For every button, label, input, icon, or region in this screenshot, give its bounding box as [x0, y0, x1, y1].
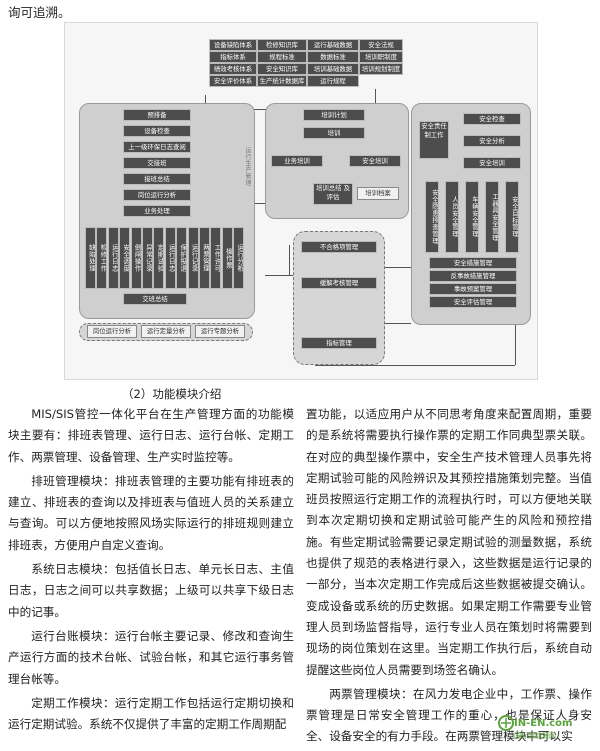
training-box: 培训 [303, 127, 365, 139]
left-vertical-box: 运行记录 [187, 227, 199, 289]
safety-vertical-box: 安全目标管理 [505, 181, 519, 253]
safety-bottom-box: 安全评估管理 [429, 296, 517, 308]
left-vertical-box: 定期试验 [153, 227, 165, 289]
left-vertical-box: 两票管理 [199, 227, 210, 289]
left-vertical-box: 运行日志 [164, 227, 176, 289]
business-training-box: 业务培训 [271, 155, 323, 167]
top-grid-cell: 培训规划制度 [359, 63, 403, 75]
section-caption: （2）功能模块介绍 [122, 387, 222, 401]
safety-top-box: 安全检查 [463, 113, 521, 125]
left-vertical-box: 运行日志 [107, 227, 119, 289]
left-vertical-box: 工作许可 [210, 227, 222, 289]
safety-top-box: 安全培训 [463, 157, 521, 169]
analysis-box: 岗位运行分析 [87, 325, 137, 338]
safety-bottom-box: 事故预案管理 [429, 283, 517, 295]
left-flow-box: 交接班 [123, 157, 191, 169]
top-grid-cell: 设备缺陷体系 [209, 39, 257, 51]
left-flow-box: 设备检查 [123, 125, 191, 137]
body-paragraph: 定期工作模块：运行定期工作包括运行定期切换和运行定期试验。系统不仅提供了丰富的定… [8, 695, 294, 732]
safety-bottom-box: 反事故措施管理 [429, 270, 517, 282]
training-archive-box: 培训档案 [357, 187, 399, 200]
body-paragraph: 运行台账模块：运行台帐主要记录、修改和查询生产运行方面的技术台帐、试验台帐，和其… [8, 628, 294, 686]
watermark-logo-icon [498, 715, 514, 731]
right-text-column: 置功能，以适应用户从不同思考角度来配置周期，重要的是系统将需要执行操作票的定期工… [306, 404, 592, 751]
watermark-subtext: 国际新能源网 [514, 732, 556, 740]
analysis-box: 运行定量分析 [141, 325, 191, 338]
body-paragraph: 排班管理模块：排班表管理的主要功能有排班表的建立、排班表的查询以及排班表与值班人… [8, 473, 294, 552]
safety-vertical-box: 车辆安全管理 [465, 181, 479, 253]
safety-responsibility-box: 安全责任 制工作 [419, 121, 449, 159]
analysis-box: 运行专题分析 [195, 325, 245, 338]
left-vertical-box: 操作票 [221, 227, 233, 289]
left-group-label: 运行生产管理 [244, 147, 251, 186]
watermark-text: IN-EN.com [514, 718, 573, 729]
handover-summary-box: 交班总结 [123, 293, 187, 305]
left-vertical-box: 缺陷处理 [85, 227, 96, 289]
top-grid-cell: 培训基础数据 [307, 63, 359, 75]
left-flow-box: 预排备 [123, 109, 191, 121]
left-flow-box: 岗位运行分析 [123, 189, 191, 201]
continuation-text: 询可追溯。 [8, 5, 71, 20]
body-paragraph: 系统日志模块：包括值长日志、单元长日志、主值日志，日志之间可以共享数据；上级可以… [8, 562, 294, 619]
left-vertical-box: 检修工作 [96, 227, 108, 289]
left-flow-box: 业务处理 [123, 205, 191, 217]
assessment-box: 缓解考核管理 [301, 277, 377, 289]
left-vertical-box: 保护投退 [176, 227, 188, 289]
safety-vertical-box: 工器具安全管理 [485, 181, 499, 253]
top-grid-cell: 绩效考核体系 [209, 63, 257, 75]
system-architecture-diagram: 设备缺陷体系检修知识库运行基础数据安全法规指标体系规程标准数据标准培训职制度绩效… [64, 22, 538, 380]
left-flow-box: 上一级环保日志查阅 [123, 141, 191, 153]
indicator-management-box: 指标管理 [301, 337, 377, 349]
top-grid-cell: 培训职制度 [359, 51, 403, 63]
left-vertical-box: 异常记录 [142, 227, 153, 289]
top-grid-cell: 安全评价体系 [209, 75, 257, 87]
safety-vertical-box: 安全隐患排查管理 [425, 181, 439, 253]
top-grid-cell: 运行基础数据 [307, 39, 359, 51]
safety-top-box: 安全分析 [463, 135, 521, 147]
safety-vertical-box: 人员安全管理 [445, 181, 459, 253]
top-grid-cell: 运行规程 [307, 75, 359, 87]
left-vertical-box: 倒闸操作 [130, 227, 142, 289]
left-flow-box: 接班总结 [123, 173, 191, 185]
training-plan-box: 培训计划 [303, 109, 365, 121]
left-vertical-box: 安全调度 [119, 227, 131, 289]
left-vertical-box: 运行分析 [233, 227, 245, 289]
safety-bottom-box: 安全措施管理 [429, 257, 517, 269]
left-text-column: MIS/SIS管控一体化平台在生产管理方面的功能模块主要有：排班表管理、运行日志… [8, 404, 294, 738]
top-grid-cell: 安全知识库 [257, 63, 307, 75]
training-summary-box: 培训总结 及评估 [313, 183, 353, 205]
top-grid-cell: 检修知识库 [257, 39, 307, 51]
safety-training-box: 安全培训 [349, 155, 401, 167]
top-grid-cell: 安全法规 [359, 39, 403, 51]
top-grid-cell: 生产统计数据库 [257, 75, 307, 87]
body-paragraph: 两票管理模块：在风力发电企业中，工作票、操作票管理是日常安全管理工作的重心，也是… [306, 686, 592, 744]
body-paragraph: 置功能，以适应用户从不同思考角度来配置周期，重要的是系统将需要执行操作票的定期工… [306, 407, 592, 677]
top-grid-cell: 规程标准 [257, 51, 307, 63]
top-grid-cell: 指标体系 [209, 51, 257, 63]
body-paragraph: MIS/SIS管控一体化平台在生产管理方面的功能模块主要有：排班表管理、运行日志… [8, 407, 294, 464]
top-grid-cell: 数据标准 [307, 51, 359, 63]
nonconformity-box: 不合格项管理 [301, 241, 377, 253]
